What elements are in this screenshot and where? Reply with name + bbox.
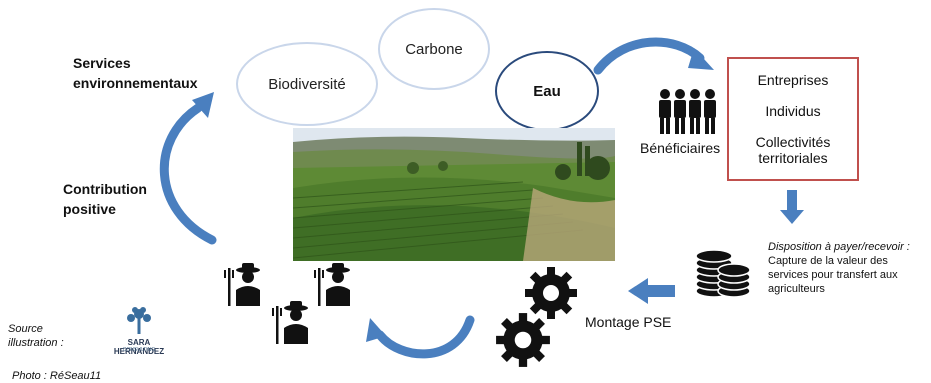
biodiversite-ellipse: Biodiversité — [236, 42, 378, 126]
bottom-arc-arrowhead — [366, 318, 386, 342]
individus-label: Individus — [765, 102, 821, 119]
gear-icon — [496, 313, 550, 367]
left-arrow-head — [628, 278, 648, 304]
beneficiary-types-box: Entreprises Individus Collectivités terr… — [727, 57, 859, 181]
vineyard-photo — [293, 128, 615, 261]
beneficiaires-label: Bénéficiaires — [640, 140, 721, 156]
people-icon — [659, 89, 716, 134]
coins-icon — [695, 249, 751, 298]
vineyard-image — [293, 128, 615, 261]
left-arc-arrowhead — [192, 92, 214, 118]
top-arc-arrow — [593, 37, 705, 75]
logo-name: SARA HERNANDEZ — [113, 338, 165, 356]
carbone-label: Carbone — [405, 40, 463, 58]
photo-credit: Photo : RéSeau11 — [12, 370, 102, 382]
gear-icon — [525, 267, 577, 319]
entreprises-label: Entreprises — [757, 72, 829, 89]
biodiversite-label: Biodiversité — [268, 75, 346, 93]
bottom-arc-arrow — [375, 315, 475, 359]
logo-sub: CONSULTING — [122, 347, 156, 353]
services-environnementaux-label: Services environnementaux — [73, 55, 198, 91]
down-arrow-shaft — [787, 190, 797, 212]
farmer-icon — [314, 263, 350, 306]
left-arrow-shaft — [645, 285, 675, 297]
contribution-positive-label: Contribution positive — [63, 181, 147, 217]
tree-logo-icon — [127, 307, 151, 334]
collectivites-label: Collectivités territoriales — [755, 133, 831, 166]
eau-label: Eau — [533, 82, 561, 100]
sara-hernandez-logo: SARA HERNANDEZ CONSULTING — [106, 306, 172, 358]
payment-description: Capture de la valeur des services pour t… — [768, 255, 898, 295]
payment-title: Disposition à payer/recevoir : — [768, 241, 910, 253]
left-arc-arrow — [159, 103, 217, 245]
eau-ellipse: Eau — [495, 51, 599, 131]
carbone-ellipse: Carbone — [378, 8, 490, 90]
farmer-icon — [224, 263, 260, 306]
source-label: Source illustration : — [8, 323, 64, 349]
down-arrow-head — [780, 210, 804, 224]
top-arc-arrowhead — [688, 48, 714, 70]
montage-pse-label: Montage PSE — [585, 314, 672, 330]
farmer-icon — [272, 301, 308, 344]
